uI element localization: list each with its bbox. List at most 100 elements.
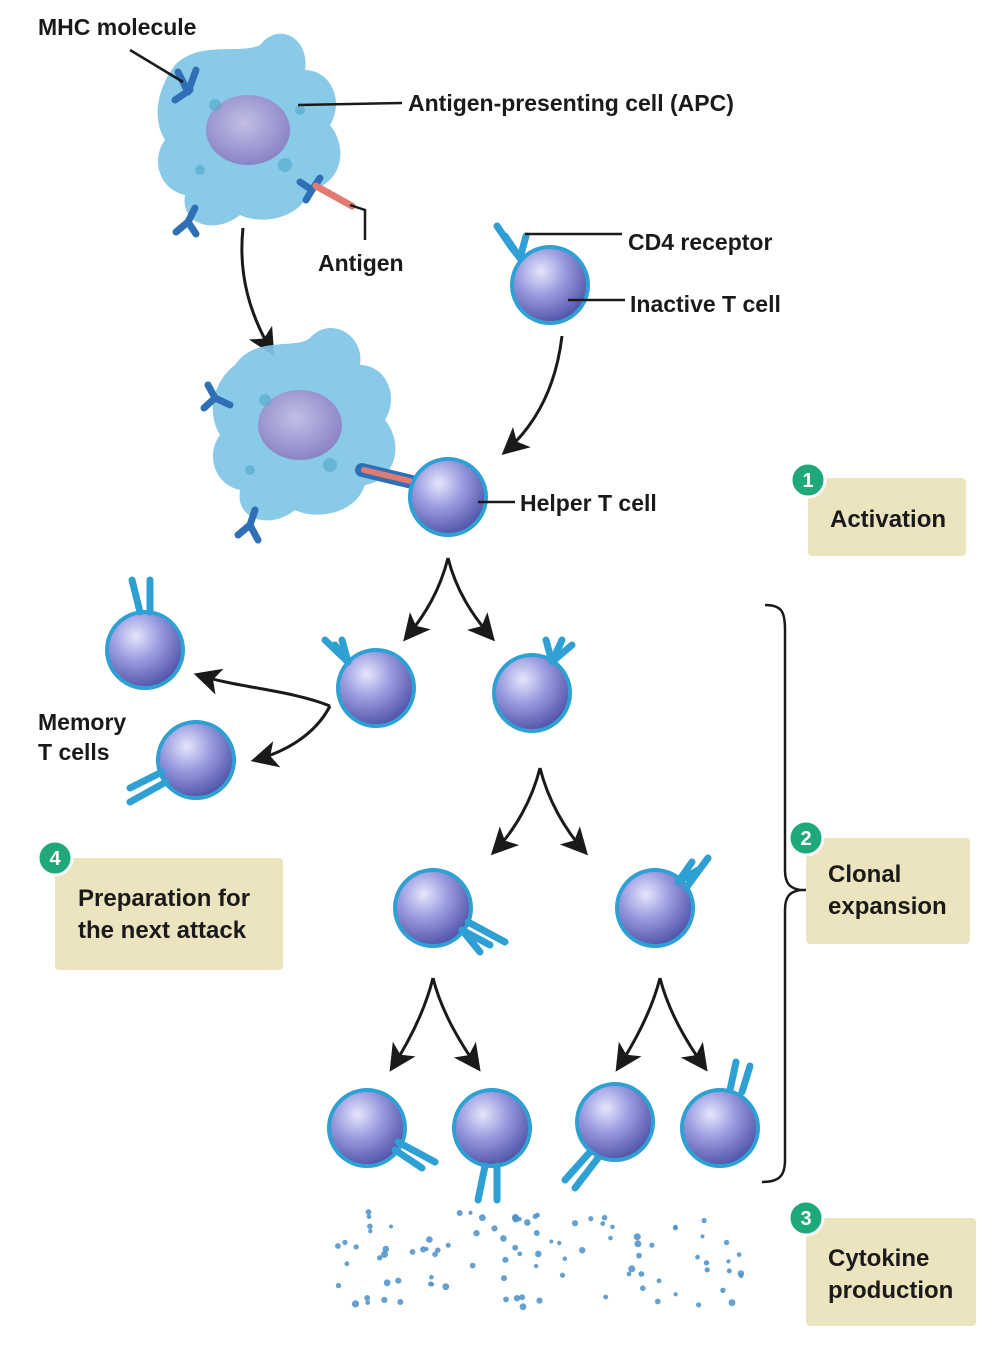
cytokine-dot [519, 1294, 525, 1301]
cytokine-dot [424, 1246, 429, 1252]
step-3-badge: 3 [800, 1208, 811, 1230]
cytokine-dot [728, 1299, 736, 1307]
cytokine-dot [351, 1300, 360, 1308]
cytokine-dot [500, 1235, 507, 1242]
leader-apc [297, 101, 403, 107]
antigen-fragment [312, 182, 356, 210]
cytokine-dot [468, 1210, 473, 1215]
cytokine-dot [469, 1262, 476, 1269]
cytokine-dot [696, 1302, 702, 1308]
cytokine-dot [638, 1271, 645, 1277]
cytokine-dot [738, 1273, 744, 1279]
cytokine-dot [736, 1252, 742, 1257]
cytokine-dot [600, 1221, 606, 1226]
cytokine-dot [491, 1225, 498, 1232]
leader-mhc [129, 48, 184, 84]
cytokine-dot [695, 1254, 700, 1260]
arrow-split-3c [615, 977, 662, 1072]
cytokine-dot [389, 1224, 393, 1229]
cytokine-dot [344, 1261, 350, 1267]
cytokine-dot [673, 1292, 678, 1297]
label-inactive-t-cell: Inactive T cell [630, 291, 781, 317]
label-mhc-molecule: MHC molecule [38, 14, 196, 40]
arrow-split-1b [446, 557, 495, 642]
cytokine-dot [726, 1268, 732, 1274]
mhc-molecule-2 [172, 204, 200, 238]
cytokine-dot [368, 1228, 373, 1234]
label-cd4-receptor: CD4 receptor [628, 229, 772, 255]
cytokine-dot [533, 1230, 540, 1236]
step-1-box: 1 Activation [789, 461, 966, 556]
cytokine-dot [536, 1297, 543, 1304]
step-4-label-line1: Preparation for [78, 885, 250, 912]
label-apc: Antigen-presenting cell (APC) [408, 90, 734, 116]
leader-antigen [349, 203, 367, 240]
cytokine-dot [511, 1213, 520, 1222]
cytokine-dot [533, 1263, 539, 1269]
step-2-label-line2: expansion [828, 893, 947, 920]
label-helper-t-cell: Helper T cell [520, 490, 657, 516]
cytokine-dot [603, 1294, 609, 1300]
cytokine-dot [610, 1224, 615, 1230]
cytokine-dot [549, 1239, 554, 1244]
cytokine-dot [656, 1278, 662, 1284]
antigen-presenting-cell [157, 33, 341, 226]
cytokine-dot [700, 1234, 705, 1239]
helper-t-cell [355, 457, 488, 537]
cytokine-dot [501, 1275, 507, 1282]
cytokine-dot [608, 1235, 613, 1241]
cytokine-dot [473, 1230, 480, 1237]
cytokine-dot [429, 1274, 434, 1280]
cytokine-dot [633, 1233, 641, 1241]
step-3-box: 3 Cytokine production [787, 1199, 976, 1326]
cytokine-dot [726, 1259, 731, 1264]
clonal-expansion-bracket [761, 603, 801, 1184]
cytokine-dot [442, 1283, 450, 1291]
cytokine-dot [701, 1217, 707, 1224]
step-4-label-line2: the next attack [78, 917, 247, 944]
cytokine-dot [634, 1240, 642, 1248]
cytokine-dot [524, 1219, 531, 1226]
cytokine-dot [382, 1245, 390, 1253]
step-1-label: Activation [830, 506, 946, 533]
cytokine-dot [456, 1210, 463, 1216]
cytokine-dot [397, 1299, 404, 1305]
cytokine-dot [426, 1236, 433, 1243]
cytokine-dot [601, 1214, 608, 1221]
cytokine-dot [532, 1213, 538, 1219]
arrow-split-2a [490, 767, 542, 856]
cytokine-dot [381, 1296, 388, 1303]
cytokine-dot [503, 1296, 509, 1303]
cytokine-dot [435, 1247, 441, 1253]
cytokine-dot [654, 1298, 661, 1305]
cytokine-dot [571, 1220, 579, 1227]
cytokine-dot [649, 1242, 655, 1248]
memory-t-cell-1 [105, 576, 185, 690]
step-3-label-line2: production [828, 1277, 953, 1304]
arrow-split-3b [431, 977, 481, 1072]
arrow-split-2b [538, 767, 589, 856]
cytokine-dot [626, 1271, 632, 1277]
label-memory-line2: T cells [38, 739, 110, 765]
cytokine-dot [519, 1303, 527, 1311]
cytokine-dot [395, 1277, 402, 1284]
cytokine-dot [703, 1260, 710, 1266]
cytokine-dot [445, 1242, 451, 1248]
cytokine-dot [365, 1209, 372, 1215]
cytokine-dot [377, 1255, 383, 1261]
cytokine-dots [335, 1209, 745, 1311]
cytokine-dot [366, 1214, 372, 1220]
arrow-to-memory-2 [250, 705, 332, 768]
cytokine-dot [559, 1272, 566, 1278]
cytokine-dot [432, 1251, 438, 1258]
label-antigen: Antigen [318, 250, 404, 276]
t-cell-gen3-c [561, 1082, 655, 1192]
arrow-tcell-to-activation [501, 335, 564, 455]
arrow-split-3a [389, 977, 435, 1072]
step-1-badge: 1 [802, 470, 813, 492]
cytokine-dot [535, 1250, 542, 1258]
cytokine-dot [502, 1256, 509, 1263]
arrow-apc-to-activation [240, 227, 275, 356]
t-cell-gen2-a [393, 868, 509, 956]
